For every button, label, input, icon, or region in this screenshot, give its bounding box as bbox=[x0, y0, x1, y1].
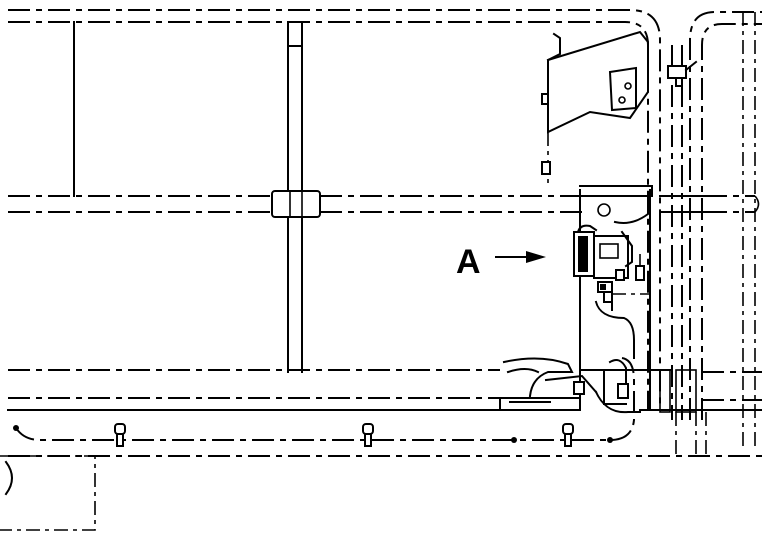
upper-bracket bbox=[541, 30, 653, 197]
center-vertical-post bbox=[287, 21, 303, 373]
tube-clamp bbox=[667, 60, 698, 87]
lower-left-component bbox=[0, 455, 96, 531]
lower-mechanism bbox=[499, 357, 641, 414]
component-a-panel bbox=[573, 189, 651, 411]
harness-clip-3 bbox=[562, 423, 574, 447]
middle-horizontal-rail bbox=[8, 190, 760, 218]
harness-clip-2 bbox=[362, 423, 374, 447]
wire-harness bbox=[13, 357, 635, 443]
top-frame-rail bbox=[8, 9, 661, 410]
callout-arrow bbox=[495, 251, 546, 263]
right-frame-tubes bbox=[671, 11, 762, 450]
lower-frame-channel bbox=[7, 369, 762, 457]
harness-clip-1 bbox=[114, 423, 126, 447]
